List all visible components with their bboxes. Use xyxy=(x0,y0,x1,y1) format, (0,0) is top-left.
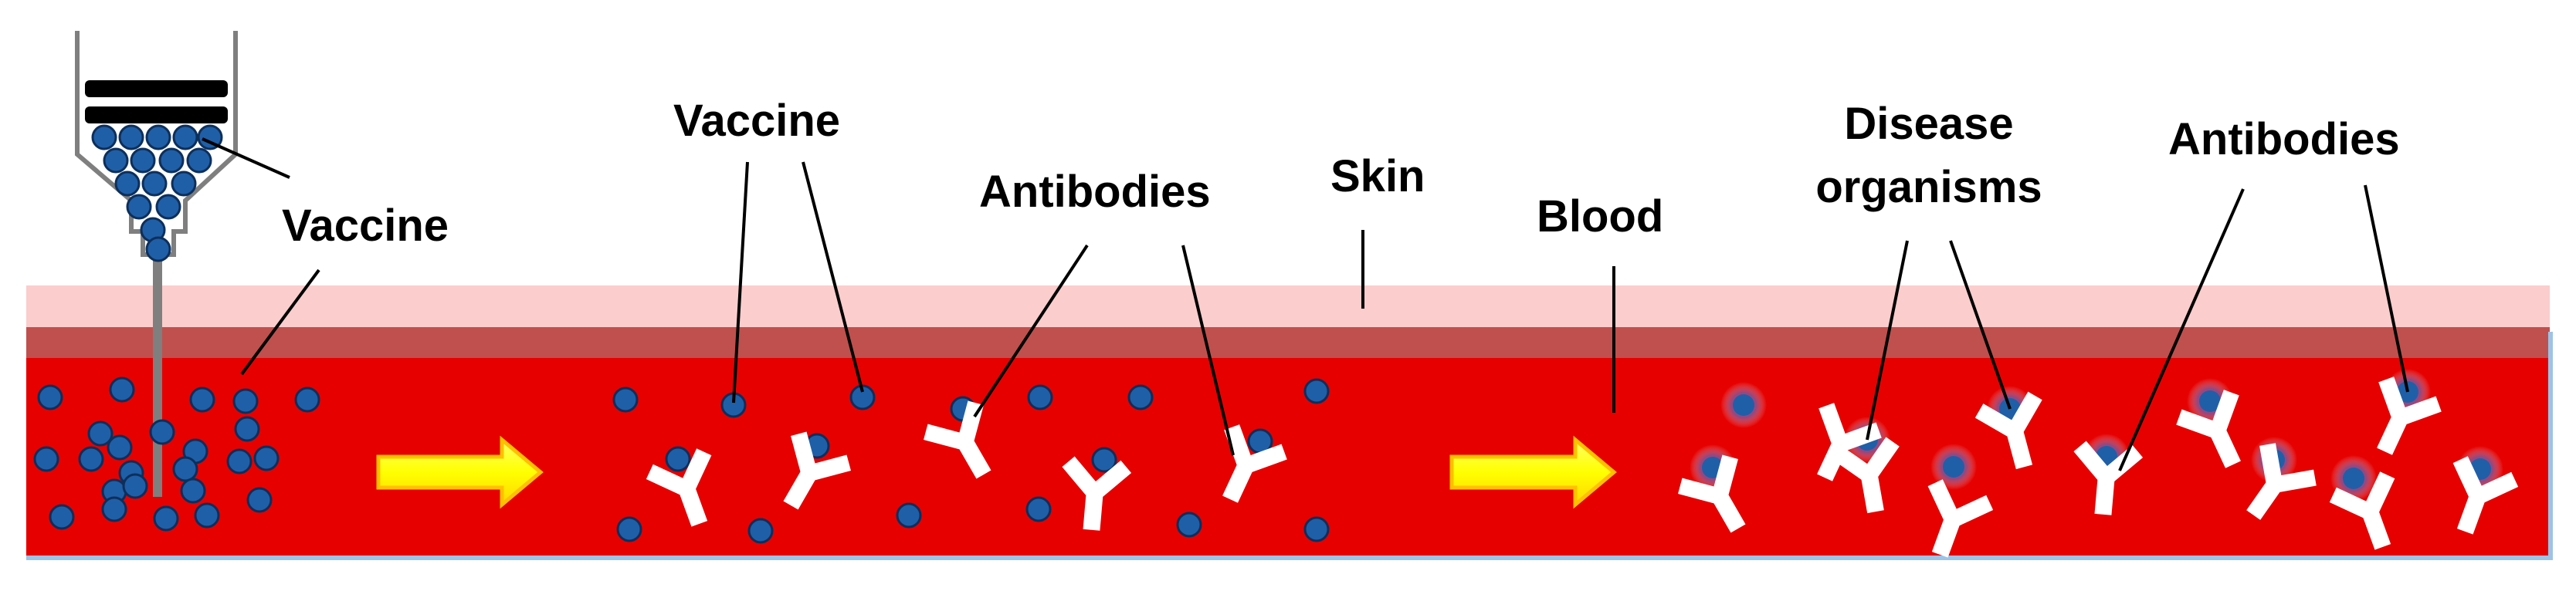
vaccine-particle-icon xyxy=(155,194,181,220)
vaccine-particle-icon xyxy=(294,387,320,413)
vaccine-particle-icon xyxy=(186,147,212,174)
leader-lines xyxy=(202,137,2409,471)
vaccine-particle-icon xyxy=(103,147,129,174)
vaccine-particle-icon xyxy=(149,419,175,445)
vaccine-particle-icon xyxy=(1091,447,1117,473)
vaccine-particle-icon xyxy=(1303,516,1330,542)
vaccine-particle-icon xyxy=(1176,512,1202,538)
blood-layer-edge xyxy=(2548,332,2553,560)
antibody-y-icon xyxy=(1817,403,1882,481)
vaccine-particle-icon xyxy=(612,387,639,413)
syringe-vaccine-particles xyxy=(91,124,223,262)
antibody-y-icon xyxy=(2452,456,2519,535)
antibody-y-icon xyxy=(2377,377,2442,455)
vaccine-particle-icon xyxy=(145,236,171,262)
antibodies-label-right: Antibodies xyxy=(2168,114,2400,164)
vaccine-particle-icon xyxy=(1027,384,1053,410)
antibody-y-icon xyxy=(2176,390,2241,468)
vaccine-particle-icon xyxy=(1025,496,1052,522)
vaccine-particle-icon xyxy=(1127,384,1154,410)
vaccine-particle-icon xyxy=(118,124,144,150)
vaccine-particle-icon xyxy=(153,505,179,532)
vaccine-label-blood: Vaccine xyxy=(673,96,840,146)
antibody-y-icon xyxy=(1062,456,1132,531)
antibody-y-icon xyxy=(1974,391,2042,470)
vaccine-particle-icon xyxy=(616,516,642,542)
blood-label: Blood xyxy=(1537,191,1663,241)
antibody-y-icon xyxy=(1678,454,1746,533)
antibody-y-icon xyxy=(1831,437,1900,514)
vaccine-particle-icon xyxy=(87,420,114,447)
vaccine-particle-icon xyxy=(122,473,148,499)
vaccine-particle-icon xyxy=(253,445,280,471)
vaccine-particle-icon xyxy=(145,124,171,150)
vaccine-particle-icon xyxy=(246,487,273,513)
vaccine-particle-icon xyxy=(226,448,253,474)
vaccine-particle-icon xyxy=(141,171,168,197)
vaccine-particle-icon xyxy=(91,124,117,150)
antibody-y-icon xyxy=(2329,471,2395,550)
vaccine-particle-icon xyxy=(896,502,922,529)
skin-layer xyxy=(26,285,2550,329)
vaccine-particle-icon xyxy=(232,388,259,414)
vaccine-particle-icon xyxy=(101,496,127,522)
vaccine-particle-icon xyxy=(172,456,198,482)
vaccine-particle-icon xyxy=(109,377,135,403)
antibodies-label-mid: Antibodies xyxy=(979,167,1211,217)
blood-layer-bottom-edge xyxy=(26,556,2553,560)
vaccine-particle-icon xyxy=(33,446,59,472)
vaccine-particle-icon xyxy=(747,518,774,544)
vaccine-particle-icon xyxy=(1303,378,1330,404)
vaccine-particle-icon xyxy=(172,124,198,150)
vaccine-particle-icon xyxy=(37,384,63,410)
vaccine-label-syringe: Vaccine xyxy=(282,201,449,251)
vaccine-particle-icon xyxy=(234,416,260,442)
disease-organism-icon xyxy=(2330,455,2377,502)
disease-organisms-label-line2: organisms xyxy=(1815,162,2042,212)
vaccine-particle-icon xyxy=(194,502,220,529)
vaccine-particle-icon xyxy=(180,478,206,504)
vaccine-particle-icon xyxy=(849,384,876,410)
right-arrow-icon xyxy=(1449,435,1617,509)
vaccine-particle-icon xyxy=(158,147,185,174)
antibody-y-icon xyxy=(646,448,712,527)
vaccine-particle-icon xyxy=(189,387,215,413)
skin-label: Skin xyxy=(1330,151,1425,201)
disease-organism-icon xyxy=(1720,382,1767,428)
vaccine-particle-icon xyxy=(126,194,152,220)
vaccine-particle-icon xyxy=(78,446,104,472)
vaccine-particle-icon xyxy=(197,124,223,150)
antibody-y-icon xyxy=(1222,424,1287,503)
antibody-y-icon xyxy=(2246,443,2317,520)
vaccine-particle-icon xyxy=(130,147,156,174)
antibody-y-icon xyxy=(1927,479,1994,558)
right-arrow-icon xyxy=(376,435,544,509)
vaccine-particle-icon xyxy=(171,171,197,197)
antibody-y-icon xyxy=(783,431,851,510)
vaccine-particle-icon xyxy=(107,434,133,461)
vaccine-particles xyxy=(33,377,1330,544)
antibody-y-icon xyxy=(924,400,991,479)
disease-organism-icon xyxy=(1930,444,1977,490)
vaccine-particle-icon xyxy=(665,446,691,472)
vaccine-particle-icon xyxy=(114,171,141,197)
disease-organisms-label-line1: Disease xyxy=(1844,99,2013,149)
vaccine-particle-icon xyxy=(49,504,75,530)
dermis-layer xyxy=(26,327,2550,360)
